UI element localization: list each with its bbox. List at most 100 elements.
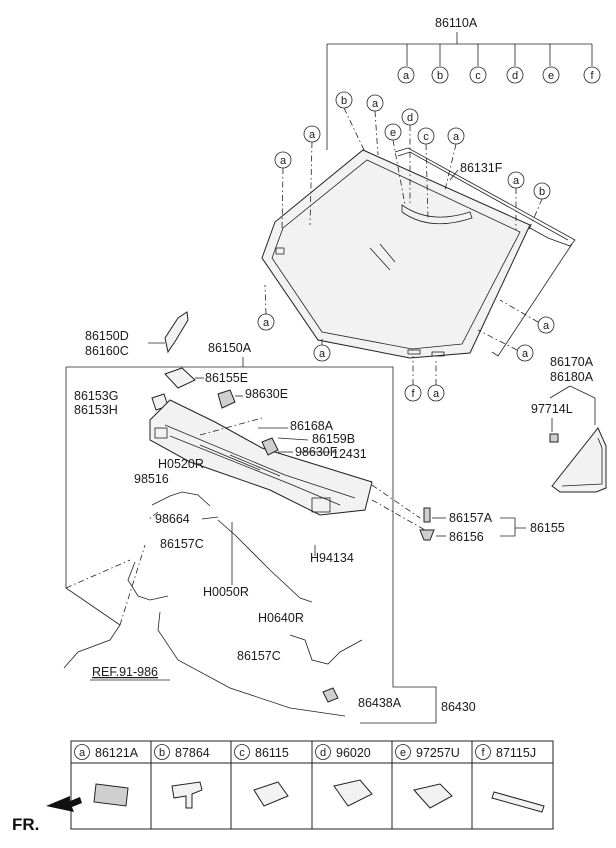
glass-callouts: b a d e c a a a a b a a a a f a [257,91,555,402]
nozzle-98630F [261,437,279,456]
legend-code-c: 86115 [255,746,289,760]
legend-circle-a [74,744,90,760]
legend-table [70,740,554,830]
label-86160C: 86160C [85,344,129,358]
bracket-86170A [549,385,596,425]
svg-text:b: b [539,186,545,198]
label-H0050R: H0050R [203,585,249,599]
label-86157C-a: 86157C [160,537,204,551]
svg-text:a: a [453,131,460,143]
label-86153H: 86153H [74,403,118,417]
top-callout-row: a b c d e f [397,66,601,84]
legend-letter-a: a [79,747,86,759]
svg-text:a: a [309,129,316,141]
svg-text:f: f [411,388,415,400]
legend-letter-d: d [320,747,326,759]
legend-part-a [93,783,129,807]
label-86170A: 86170A [550,355,594,369]
label-86110A: 86110A [435,16,478,30]
svg-text:b: b [341,95,347,107]
svg-text:c: c [475,70,481,82]
top-bracket-line [326,32,593,150]
hose-86157C-b [289,634,363,665]
label-86155: 86155 [530,521,565,535]
svg-text:f: f [590,70,594,82]
clip-86156 [419,529,435,541]
ref-link[interactable]: REF.91-986 [92,665,158,679]
label-86168A: 86168A [290,419,334,433]
nozzle-98630E [217,389,236,409]
leader-86131F [449,169,459,181]
legend-code-d: 96020 [336,746,371,760]
bracket-86155 [500,517,526,537]
legend-part-e [413,783,453,809]
label-86150D: 86150D [85,329,129,343]
hose-H0640R [217,519,313,603]
hose-H0520R [151,491,211,507]
legend-part-d [333,779,373,807]
svg-text:a: a [372,98,379,110]
label-86155E: 86155E [205,371,248,385]
svg-text:a: a [403,70,410,82]
label-86131F: 86131F [460,161,503,175]
label-12431: 12431 [332,447,367,461]
legend-letter-c: c [239,747,245,759]
legend-part-f [491,791,545,813]
svg-text:c: c [423,131,429,143]
svg-text:b: b [437,70,443,82]
legend-letter-e: e [400,747,406,759]
bracket-86150D [164,311,189,354]
legend-letter-f: f [481,747,485,759]
legend-circle-e [395,744,411,760]
weatherstrip-86430 [157,611,346,717]
label-86157C-b: 86157C [237,649,281,663]
legend-code-e: 97257U [416,746,460,760]
label-86156: 86156 [449,530,484,544]
label-86438A: 86438A [358,696,402,710]
leader-86159B [277,437,309,441]
svg-text:d: d [407,112,413,124]
bolt-86157A [423,507,431,523]
legend-circle-b [154,744,170,760]
legend-circle-f [475,744,491,760]
front-label: FR. [12,815,39,834]
svg-text:a: a [280,155,287,167]
label-97714L: 97714L [531,402,573,416]
legend-code-f: 87115J [496,746,536,760]
legend-part-b [171,781,203,809]
legend-circle-c [234,744,250,760]
clip-86438A [322,687,339,703]
cowl-panel-86150A [149,399,373,516]
legend-code-b: 87864 [175,746,210,760]
svg-text:a: a [522,348,529,360]
label-H0520R: H0520R [158,457,204,471]
leader-98664 [201,516,219,520]
label-98630E: 98630E [245,387,288,401]
cowl-leaders [65,417,426,626]
label-H0640R: H0640R [258,611,304,625]
legend-circle-d [315,744,331,760]
legend-part-c [253,781,289,807]
svg-text:a: a [433,388,440,400]
label-86180A: 86180A [550,370,594,384]
label-86153G: 86153G [74,389,118,403]
label-98516: 98516 [134,472,169,486]
svg-text:a: a [319,348,326,360]
label-86157A: 86157A [449,511,493,525]
front-arrow-icon [46,796,82,812]
svg-text:e: e [390,127,396,139]
label-86150A: 86150A [208,341,252,355]
quarter-glass-inner [561,437,603,487]
svg-text:a: a [543,320,550,332]
label-86159B: 86159B [312,432,355,446]
label-98664: 98664 [155,512,190,526]
svg-text:e: e [548,70,554,82]
legend-letter-b: b [159,747,165,759]
hose-86157C-a [127,561,169,601]
cowl-cap-86155E [164,367,196,389]
label-86430: 86430 [441,700,476,714]
windshield-glass [261,149,531,359]
clip-97714L [549,433,559,443]
